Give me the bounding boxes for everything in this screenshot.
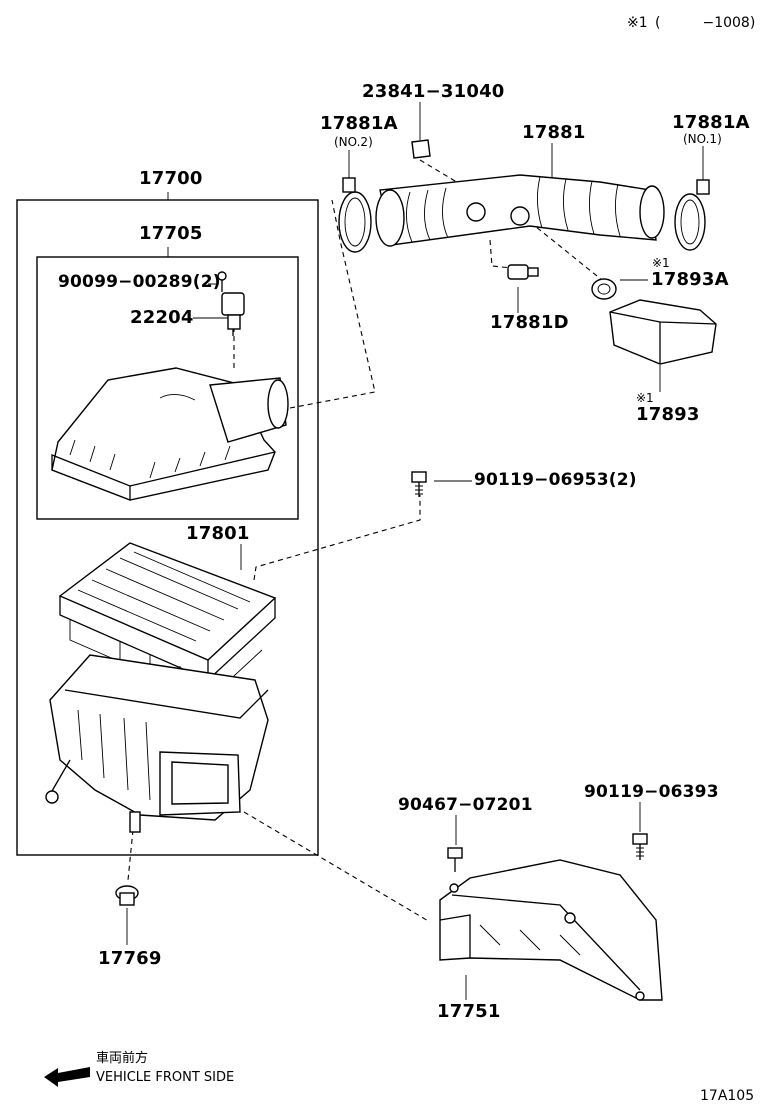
label-17700: 17700 [139, 168, 203, 189]
clamp-17881A-no2 [338, 177, 372, 253]
air-hose-17881 [375, 174, 665, 247]
left-arrow-icon [44, 1067, 90, 1087]
label-90467-07201: 90467−07201 [398, 795, 533, 815]
figure-id: 17A105 [700, 1088, 755, 1104]
air-cleaner-case [45, 654, 269, 833]
dashed-assembly-lines [127, 159, 603, 923]
label-no2: (NO.2) [334, 135, 373, 149]
bolt-90467-07201 [447, 847, 463, 872]
label-17751: 17751 [437, 1001, 501, 1022]
inlet-duct-17751 [439, 859, 663, 1001]
label-23841-31040: 23841−31040 [362, 81, 505, 102]
grommet-17769 [115, 885, 139, 906]
air-cleaner-cap-17705 [51, 367, 289, 501]
fitting-17881D [507, 264, 539, 280]
assembly-box-17705 [36, 256, 299, 520]
label-22204: 22204 [130, 307, 194, 328]
header-note-mark: ※1 [627, 15, 648, 31]
label-90099-00289: 90099−00289(2) [58, 272, 221, 292]
direction-label-en: VEHICLE FRONT SIDE [96, 1070, 235, 1085]
label-17769: 17769 [98, 948, 162, 969]
label-17881A-no2: 17881A [320, 113, 398, 134]
label-17705: 17705 [139, 223, 203, 244]
label-17881: 17881 [522, 122, 586, 143]
clamp-17893A [591, 278, 617, 300]
label-90119-06393: 90119−06393 [584, 782, 719, 802]
label-17881D: 17881D [490, 312, 569, 333]
label-17893A: 17893A [651, 269, 729, 290]
assembly-box-17700 [16, 199, 319, 856]
label-mark-1a: ※1 [652, 256, 670, 270]
sensor-22204 [221, 292, 245, 336]
header-note-range: ( −1008) [655, 15, 756, 31]
bolt-90119-06393 [632, 833, 648, 860]
clamp-17881A-no1 [674, 179, 710, 251]
label-mark-1b: ※1 [636, 391, 654, 405]
label-17801: 17801 [186, 523, 250, 544]
leader-lines [126, 102, 704, 1000]
direction-label-jp: 車両前方 [96, 1051, 149, 1066]
label-90119-06953: 90119−06953(2) [474, 470, 637, 490]
label-17881A-no1: 17881A [672, 112, 750, 133]
bolt-90119-06953 [411, 471, 427, 497]
clip-23841 [411, 139, 431, 159]
resonator-17893 [609, 299, 717, 365]
label-no1: (NO.1) [683, 132, 722, 146]
bolt-90099 [217, 271, 227, 292]
label-17893: 17893 [636, 404, 700, 425]
